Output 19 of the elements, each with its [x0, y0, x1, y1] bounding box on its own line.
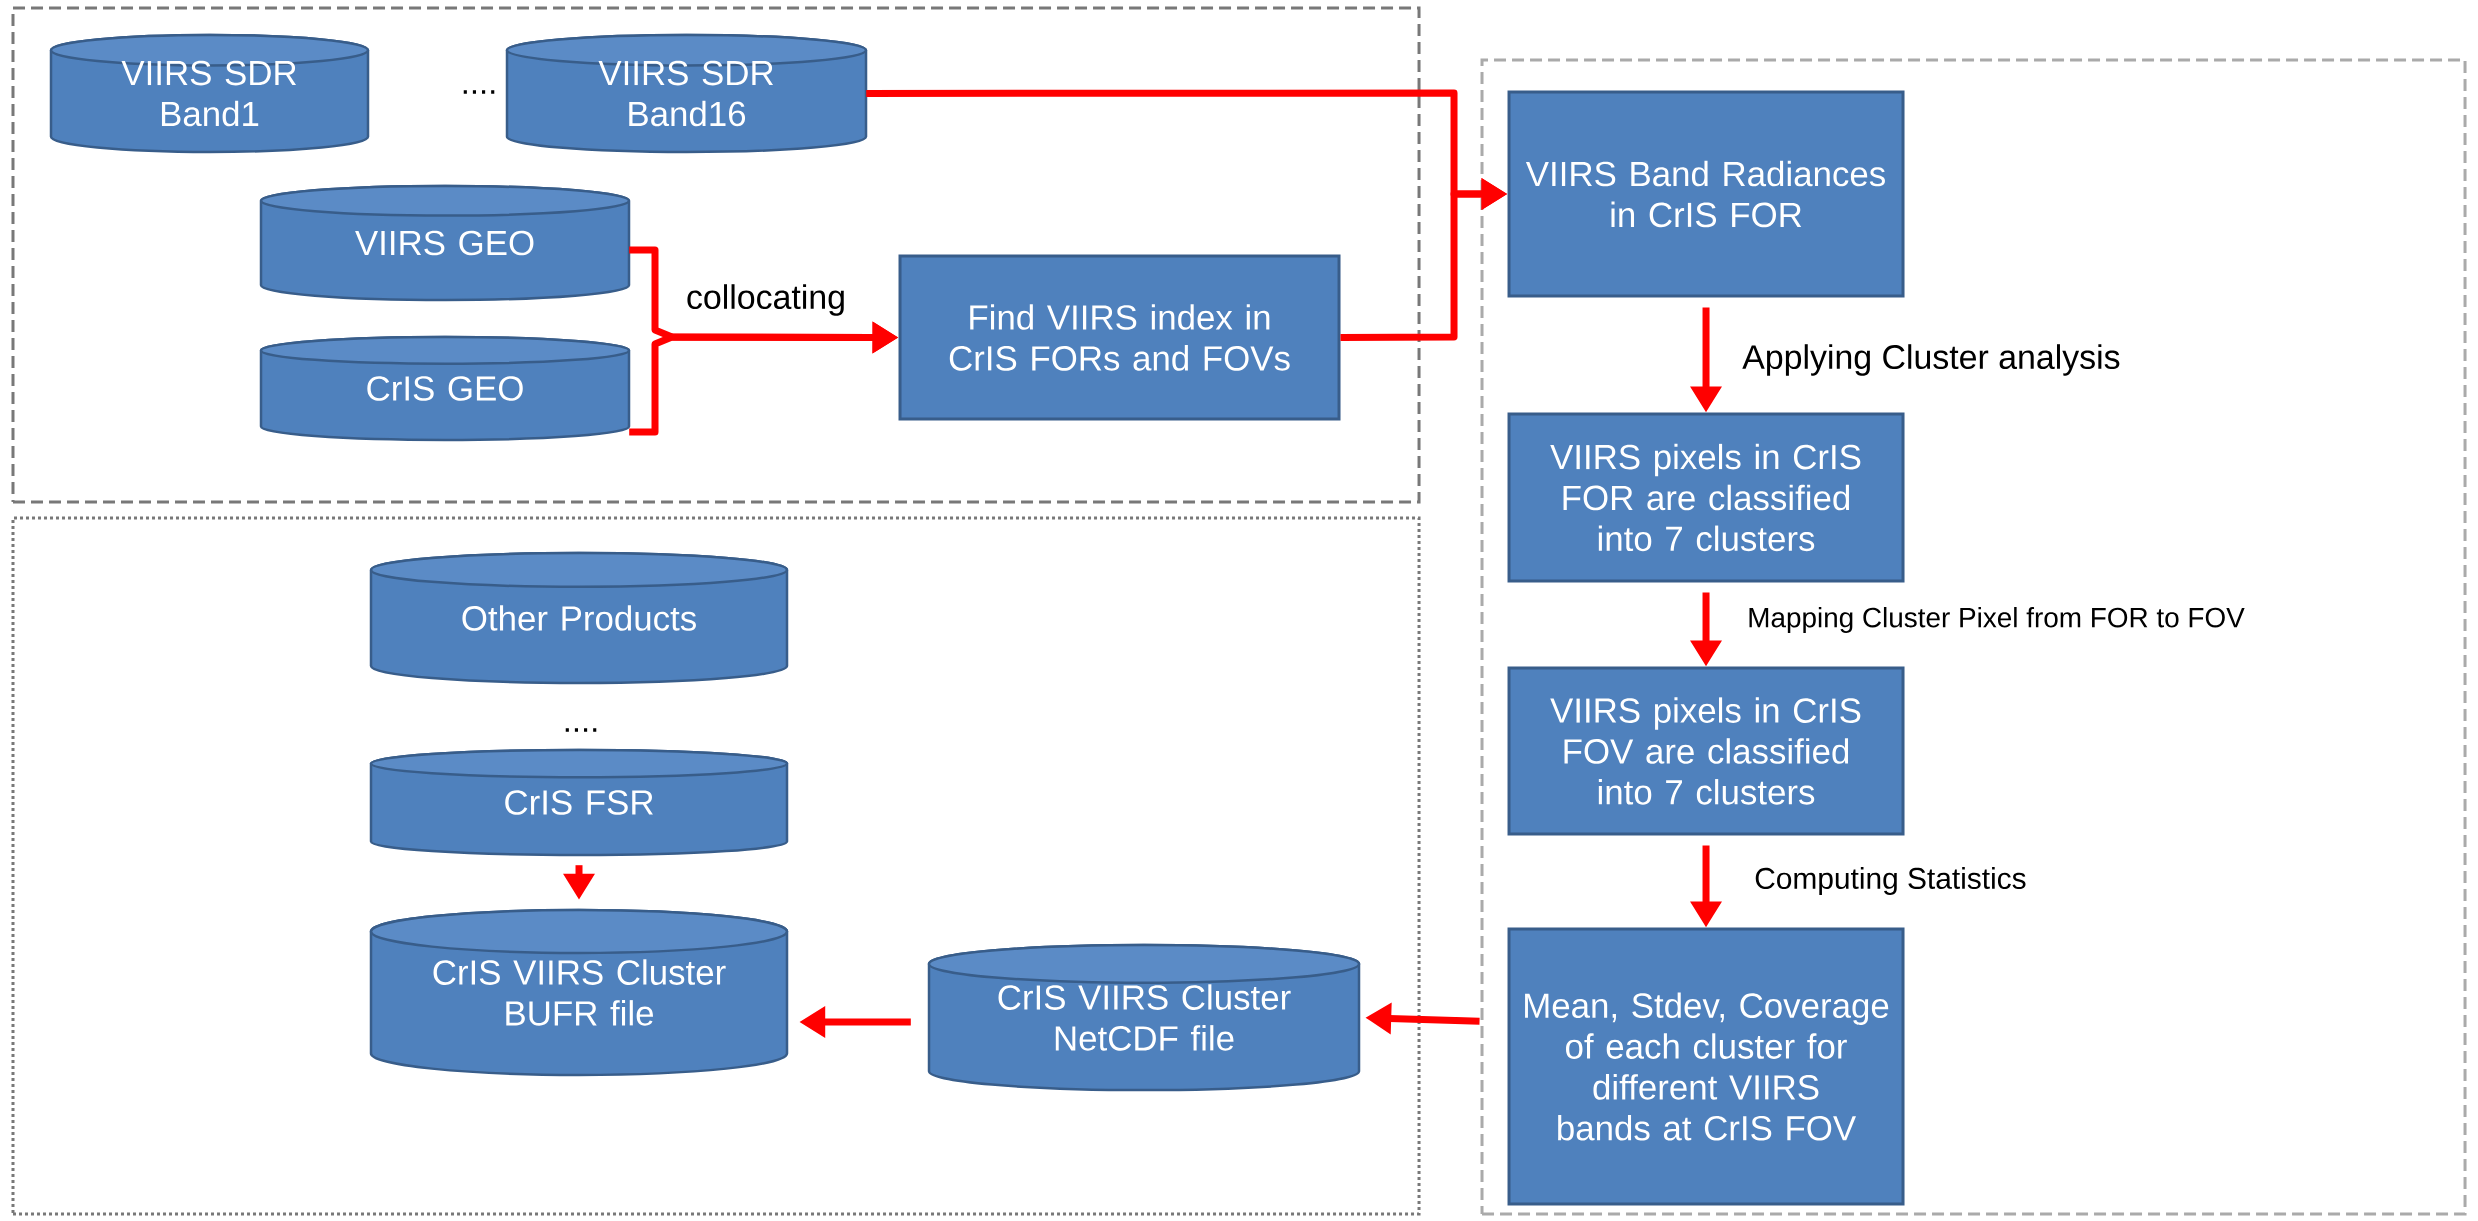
database-cylinder: VIIRS GEO — [259, 184, 631, 302]
database-cylinder: Other Products — [369, 551, 789, 685]
ellipsis-text: .... — [565, 728, 597, 732]
edge-label: collocating — [684, 282, 849, 318]
database-cylinder: CrIS GEO — [259, 335, 631, 442]
process-box: Find VIIRS index in CrIS FORs and FOVs — [898, 254, 1341, 421]
edge-label: Mapping Cluster Pixel from FOR to FOV — [1745, 605, 2247, 635]
process-box: VIIRS Band Radiances in CrIS FOR — [1507, 90, 1905, 298]
ellipsis-text: .... — [463, 90, 495, 94]
database-cylinder: VIIRS SDR Band1 — [49, 33, 370, 154]
database-cylinder: CrIS VIIRS Cluster NetCDF file — [927, 943, 1361, 1092]
database-cylinder: CrIS VIIRS Cluster BUFR file — [369, 908, 789, 1077]
process-box: VIIRS pixels in CrIS FOR are classified into 7 clusters — [1507, 412, 1905, 583]
process-box: VIIRS pixels in CrIS FOV are classified into 7 clusters — [1507, 666, 1905, 836]
database-cylinder: CrIS FSR — [369, 748, 789, 857]
edge-label: Computing Statistics — [1752, 865, 2029, 897]
database-cylinder: VIIRS SDR Band16 — [505, 33, 868, 154]
edge-label: Applying Cluster analysis — [1740, 342, 2123, 378]
process-box: Mean, Stdev, Coverage of each cluster for different VIIRS bands at CrIS FOV — [1507, 927, 1905, 1206]
